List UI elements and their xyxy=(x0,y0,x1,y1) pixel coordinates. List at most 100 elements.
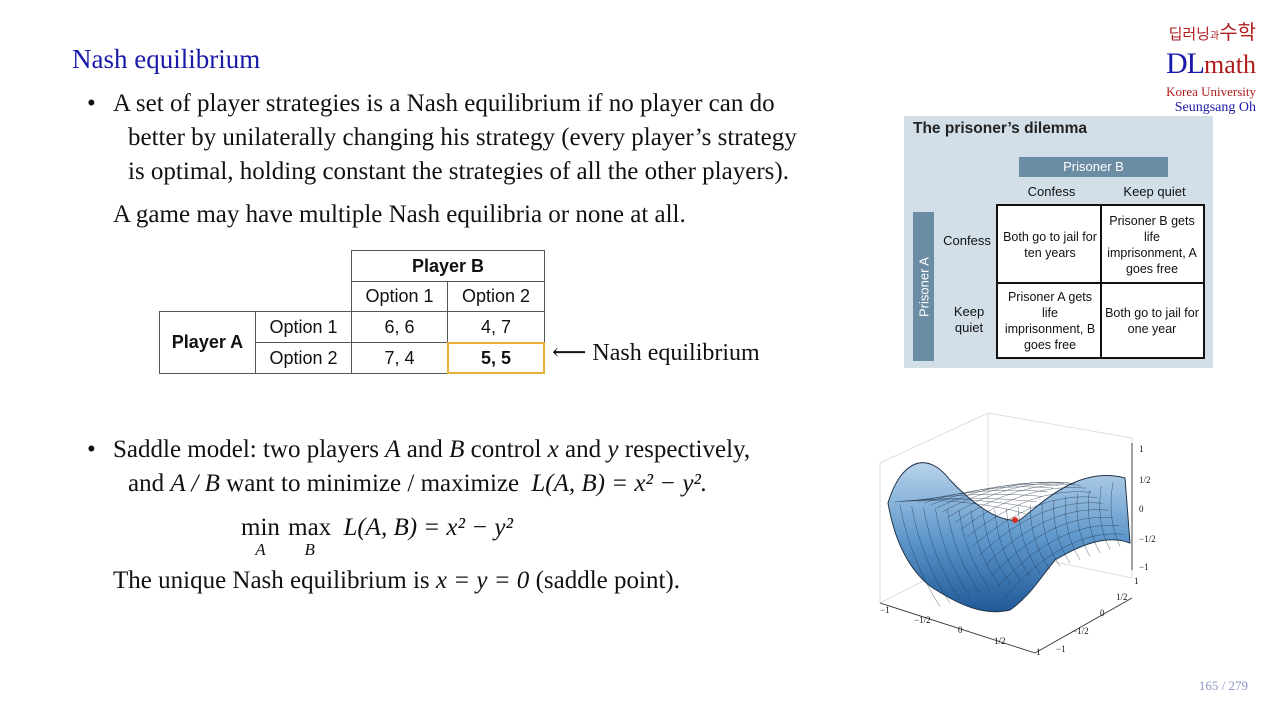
mesh-line xyxy=(1053,500,1071,564)
x-tick-label: −1 xyxy=(880,605,890,615)
y-tick-label: −1 xyxy=(1056,644,1066,654)
bullet2-line-1: Saddle model: two players A and B contro… xyxy=(113,436,751,463)
saddle-point-marker xyxy=(1012,517,1018,523)
prisoners-cell-2-1: Prisoner A gets life imprisonment, B goe… xyxy=(1004,290,1096,352)
bullet1-line-2: better by unilaterally changing his stra… xyxy=(128,124,797,151)
logo-korean-and: 과 xyxy=(1209,31,1220,42)
surface-mesh xyxy=(894,481,1125,607)
bullet2-line-2: and A / B want to minimize / maximize L(… xyxy=(128,470,708,497)
mesh-line xyxy=(955,484,1081,523)
unique-equilibrium-statement: The unique Nash equilibrium is x = y = 0… xyxy=(113,567,680,594)
z-tick-label: 1 xyxy=(1139,444,1144,454)
prisoner-a-header-bar: Prisoner A xyxy=(913,212,934,361)
nash-equilibrium-label: Nash equilibrium xyxy=(592,340,760,366)
slide-title: Nash equilibrium xyxy=(72,44,261,74)
plot-tick-labels: 1 1/2 0 −1/2 −1 −1 −1/2 0 1/2 1 −1 −1/2 … xyxy=(880,444,1156,657)
prisoners-cell-1-2: Prisoner B gets life imprisonment, A goe… xyxy=(1107,214,1197,276)
y-tick-label: 1/2 xyxy=(1116,592,1128,602)
prisoners-cell-2-2: Both go to jail for one year xyxy=(1105,306,1199,336)
min-subscript: A xyxy=(255,540,266,559)
prisoners-cell-1-1: Both go to jail for ten years xyxy=(1003,230,1097,260)
prisoners-row-keep-quiet: Keep quiet xyxy=(953,304,985,335)
minmax-formula: min A max B L(A, B) = x² − y² xyxy=(241,513,513,559)
saddle-surface xyxy=(887,462,1131,613)
bullet-dot: • xyxy=(87,90,96,117)
prisoners-dilemma-box: The prisoner’s dilemma Prisoner B Confes… xyxy=(904,116,1213,368)
prisoners-col-keep-quiet: Keep quiet xyxy=(1123,184,1186,199)
mesh-line xyxy=(947,509,981,594)
mesh-line xyxy=(924,486,1054,503)
mesh-line xyxy=(970,510,1001,587)
left-arrow-icon: ⟵ xyxy=(552,340,587,366)
prisoners-title: The prisoner’s dilemma xyxy=(913,120,1087,137)
nash-equilibrium-annotation: ⟵ Nash equilibrium xyxy=(552,338,760,367)
z-tick-label: 1/2 xyxy=(1139,475,1151,485)
mesh-line xyxy=(979,502,1103,556)
mesh-line xyxy=(1088,489,1101,554)
mesh-line xyxy=(935,508,971,597)
prisoners-grid: Both go to jail for ten years Prisoner B… xyxy=(996,204,1205,359)
mesh-line xyxy=(1110,482,1121,547)
mesh-line xyxy=(973,496,1098,546)
mesh-line xyxy=(1030,505,1051,570)
prisoners-col-confess: Confess xyxy=(1027,184,1076,199)
mesh-line xyxy=(894,500,1026,514)
mesh-line xyxy=(899,504,941,607)
game-col-header-1: Option 1 xyxy=(351,281,448,312)
min-operator: min xyxy=(241,514,280,541)
logo-dl: DL xyxy=(1166,47,1205,80)
mesh-line xyxy=(1041,502,1061,567)
mesh-line xyxy=(1099,486,1111,550)
y-tick-label: −1/2 xyxy=(1072,626,1089,636)
bullet-nash-definition: • A set of player strategies is a Nash e… xyxy=(87,87,903,232)
mesh-line xyxy=(958,510,991,591)
logo-math: math xyxy=(1204,50,1256,79)
mesh-line xyxy=(911,506,951,604)
y-tick-label: 0 xyxy=(1100,608,1105,618)
x-tick-label: −1/2 xyxy=(914,615,931,625)
bullet1-line-3: is optimal, holding constant the strateg… xyxy=(128,158,789,185)
game-player-b: Player B xyxy=(351,250,545,282)
game-cell-2-2-equilibrium: 5, 5 xyxy=(447,342,545,374)
logo-korean-right: 수학 xyxy=(1219,20,1256,44)
mesh-line xyxy=(936,482,1065,508)
mesh-line xyxy=(967,491,1092,538)
prisoner-b-header: Prisoner B xyxy=(1019,157,1168,177)
game-row-header-2: Option 2 xyxy=(255,342,352,374)
mesh-line xyxy=(942,481,1070,512)
course-logo: 딥러닝과수학 DLmath Korea University Seungsang… xyxy=(1166,20,1256,116)
game-player-a: Player A xyxy=(159,311,256,374)
page-number: 165 / 279 xyxy=(1198,678,1248,693)
loss-formula: L(A, B) = x² − y². xyxy=(531,470,708,497)
mesh-line xyxy=(982,510,1011,584)
mesh-line xyxy=(930,484,1059,505)
x-tick-label: 0 xyxy=(958,625,963,635)
z-tick-label: −1 xyxy=(1139,562,1149,572)
mesh-line xyxy=(1065,496,1081,560)
x-tick-label: 1/2 xyxy=(994,636,1006,646)
mesh-line xyxy=(948,482,1076,517)
plot-axes xyxy=(879,443,1133,654)
max-subscript: B xyxy=(304,540,315,559)
grid-divider-vertical xyxy=(1100,206,1102,357)
bullet-dot: • xyxy=(87,436,96,463)
saddle-surface-plot: 1 1/2 0 −1/2 −1 −1 −1/2 0 1/2 1 −1 −1/2 … xyxy=(879,412,1156,657)
game-cell-1-1: 6, 6 xyxy=(351,311,448,343)
logo-korean-left: 딥러닝 xyxy=(1168,25,1210,43)
game-col-header-2: Option 2 xyxy=(447,281,545,312)
mesh-line xyxy=(961,487,1087,530)
minmax-expression: L(A, B) = x² − y² xyxy=(343,514,513,541)
bullet1-extra: A game may have multiple Nash equilibria… xyxy=(113,201,686,228)
mesh-line xyxy=(912,494,1043,502)
game-cell-2-1: 7, 4 xyxy=(351,342,448,374)
prisoner-a-header: Prisoner A xyxy=(916,256,931,317)
grid-divider-horizontal xyxy=(998,282,1203,284)
mesh-line xyxy=(985,509,1109,566)
z-tick-label: −1/2 xyxy=(1139,534,1156,544)
mesh-line xyxy=(923,507,961,600)
logo-author: Seungsang Oh xyxy=(1174,100,1256,115)
mesh-line xyxy=(994,509,1021,580)
z-tick-label: 0 xyxy=(1139,504,1144,514)
mesh-line xyxy=(1006,508,1031,577)
mesh-line xyxy=(991,517,1114,576)
